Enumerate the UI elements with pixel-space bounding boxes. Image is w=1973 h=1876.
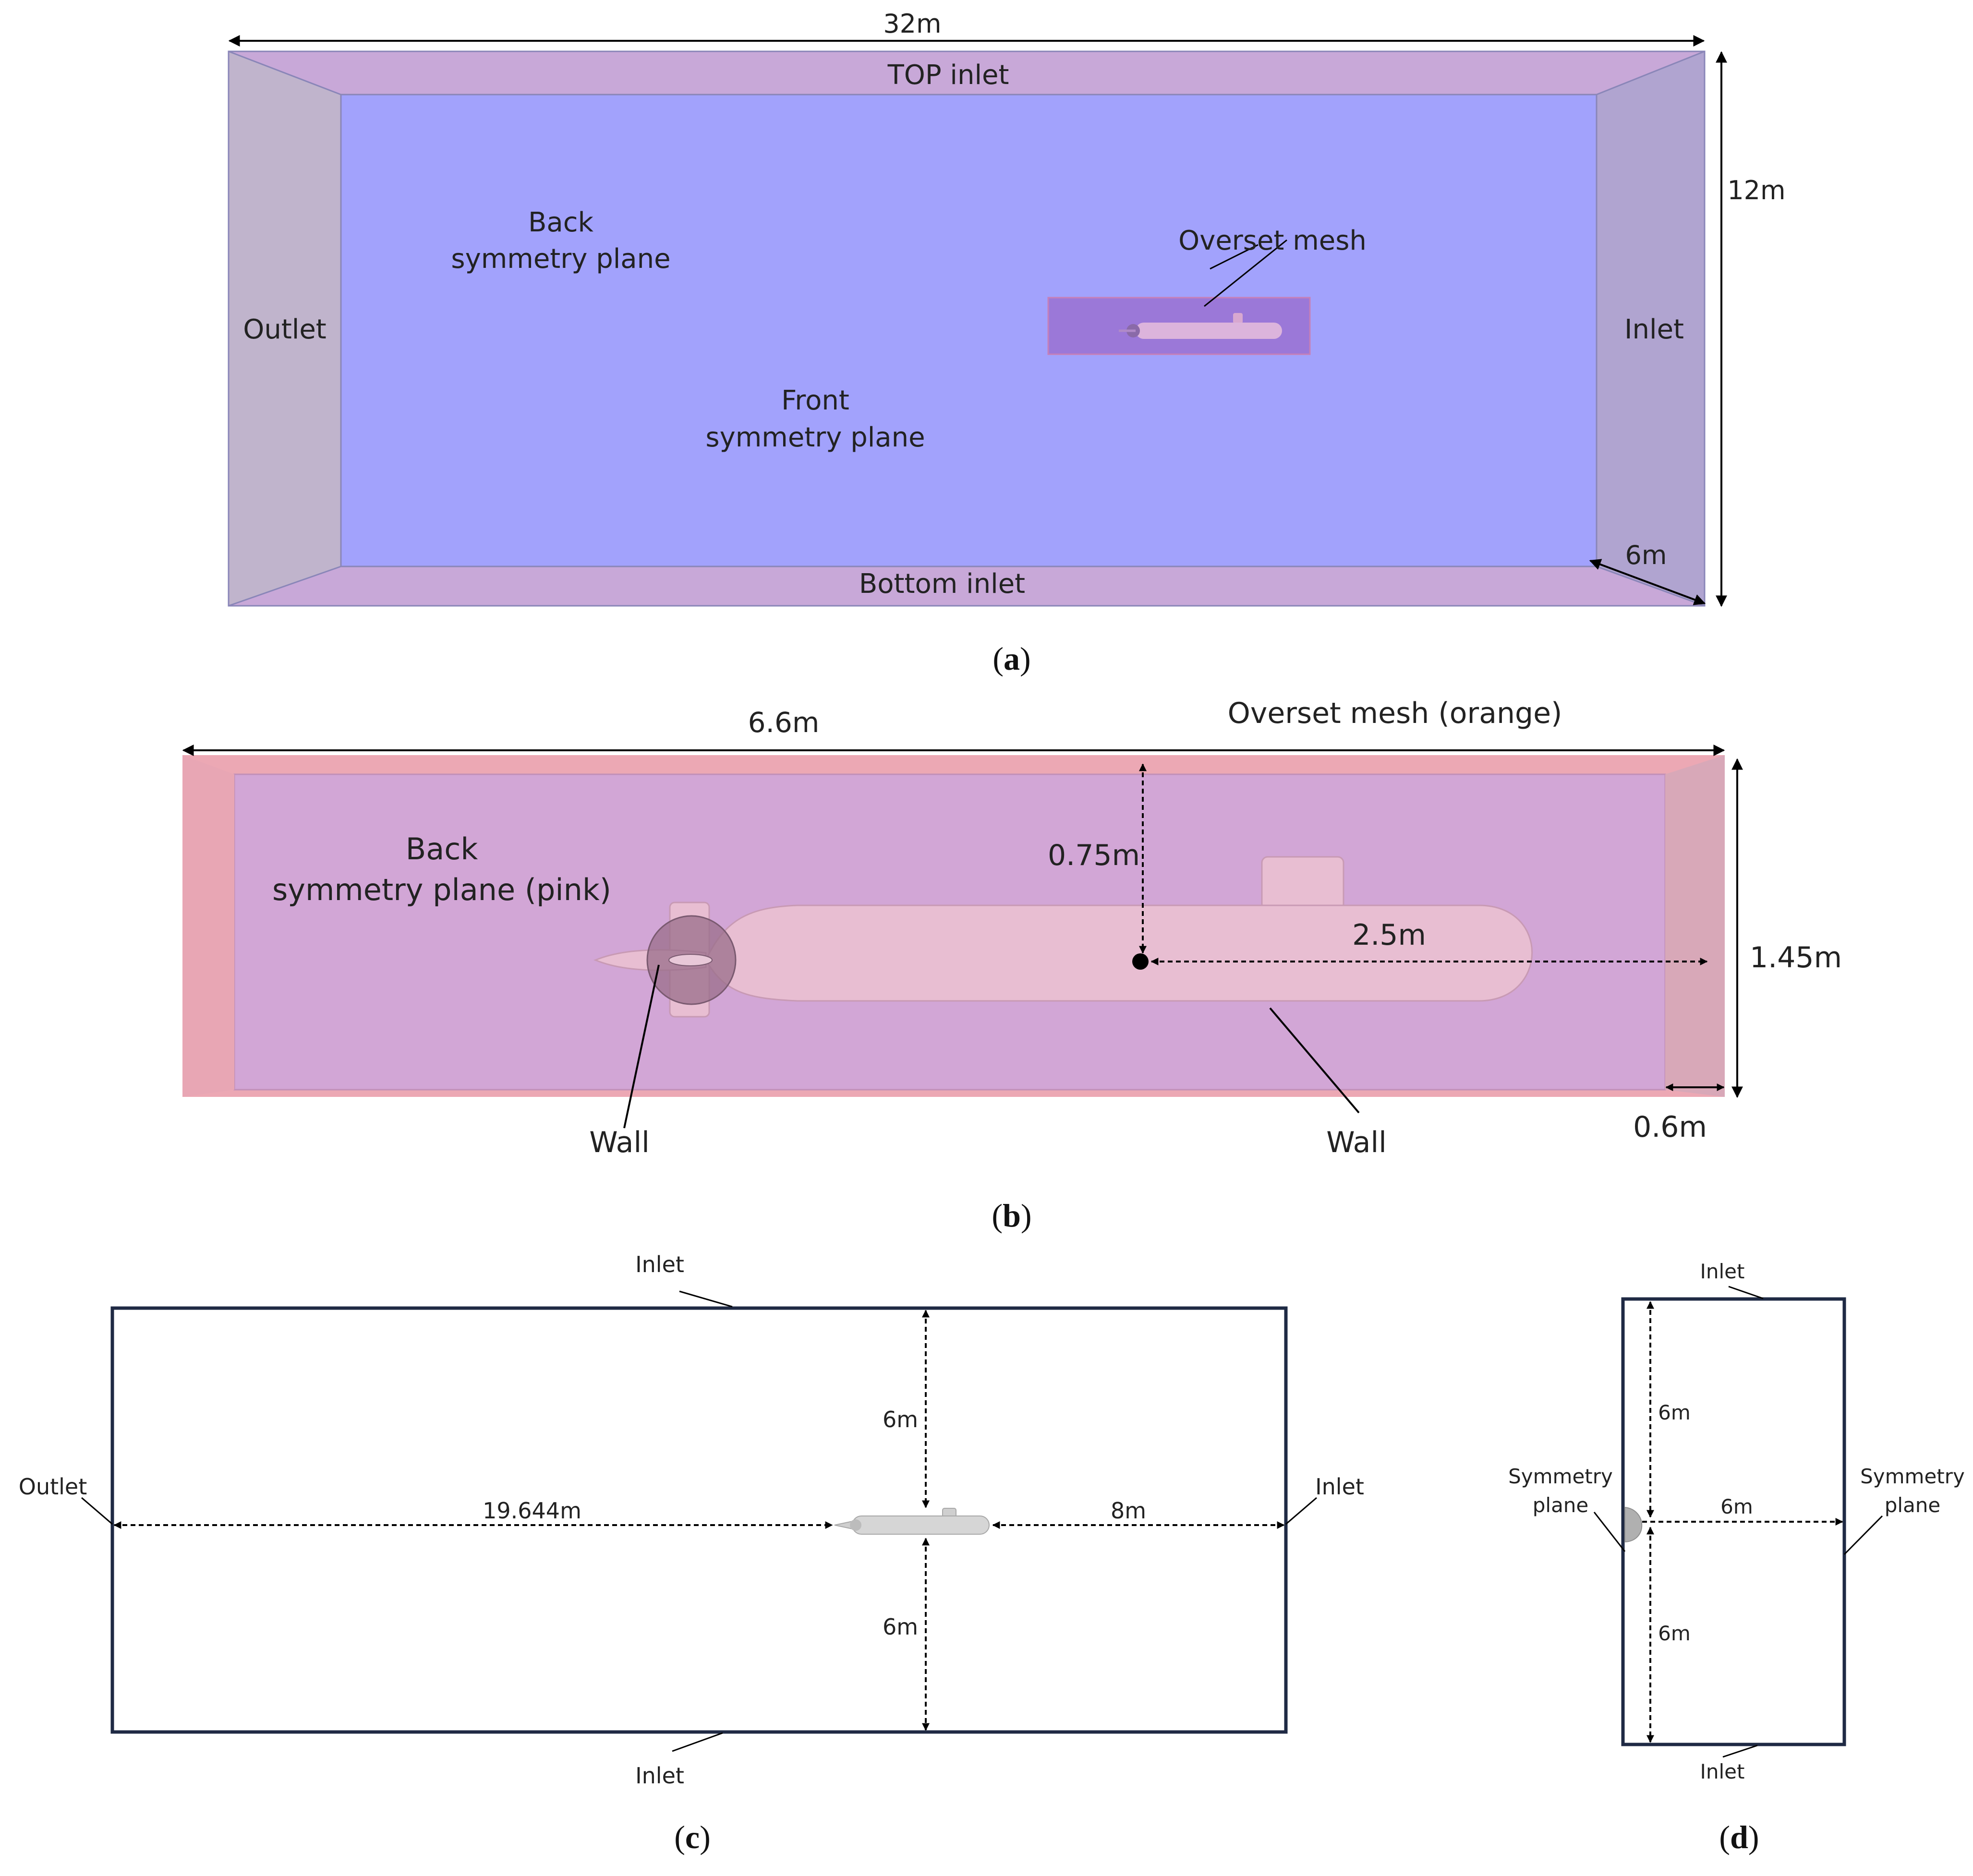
wall-leader-right — [1269, 1007, 1360, 1114]
panel-c: Inlet Inlet Inlet Outlet 19.644m 8m 6m 6… — [19, 1251, 1364, 1855]
overset-outlet-side — [182, 755, 234, 1097]
top-inlet-label: TOP inlet — [887, 60, 1009, 91]
hull — [705, 904, 1533, 1002]
dim-length-label: 32m — [883, 9, 941, 39]
dim-top-gap-label: 0.75m — [1048, 839, 1140, 872]
submarine-body — [593, 856, 1533, 1018]
dim-down-label: 6m — [883, 1614, 918, 1640]
leader-inlet-bottom — [672, 1732, 723, 1752]
leader-inlet-right — [1285, 1497, 1317, 1525]
overset-inlet-side — [1665, 755, 1725, 1097]
domain-frame-d — [1621, 1297, 1846, 1746]
outlet-label-c: Outlet — [19, 1474, 87, 1500]
outlet-label: Outlet — [243, 314, 327, 345]
back-plane-label-1: Back — [528, 207, 594, 238]
overset-mesh-title: Overset mesh (orange) — [1228, 697, 1562, 730]
caption-a: (a) — [993, 640, 1030, 677]
leader-inlet-top — [679, 1290, 733, 1308]
propeller-hub — [668, 954, 713, 966]
front-symmetry-face — [341, 95, 1597, 566]
front-plane-label-2: symmetry plane — [705, 422, 925, 453]
wall-label-left: Wall — [589, 1126, 650, 1159]
dim-length-label-b: 6.6m — [748, 706, 820, 739]
dim-down-label-d: 6m — [1658, 1622, 1691, 1645]
inlet-top-label-d: Inlet — [1700, 1260, 1745, 1283]
dim-to-end-label: 2.5m — [1352, 918, 1426, 952]
sym-right-label-2: plane — [1885, 1493, 1941, 1517]
wall-label-right: Wall — [1326, 1126, 1387, 1159]
dim-right-label: 8m — [1111, 1498, 1146, 1524]
dim-depth-label-b: 0.6m — [1633, 1110, 1707, 1144]
caption-b: (b) — [992, 1197, 1031, 1234]
inlet-bottom-label-d: Inlet — [1700, 1760, 1745, 1783]
caption-c: (c) — [674, 1819, 711, 1855]
domain-frame-c — [110, 1306, 1288, 1734]
back-plane-label-2: symmetry plane — [451, 243, 670, 275]
front-plane-label-1: Front — [781, 385, 849, 416]
bottom-inlet-face — [229, 566, 1705, 606]
dim-left-label: 19.644m — [483, 1498, 581, 1524]
sym-right-label-1: Symmetry — [1860, 1465, 1965, 1488]
panel-a: 32m TOP inlet Bottom inlet Outlet Inlet … — [228, 9, 1786, 677]
overset-leader-line — [1210, 244, 1259, 270]
submarine-grey — [834, 1508, 990, 1535]
bottom-inlet-label: Bottom inlet — [859, 568, 1025, 600]
sym-left-label-2: plane — [1533, 1493, 1589, 1517]
wall-leader-left — [623, 964, 660, 1129]
dim-depth-label: 6m — [1625, 540, 1667, 570]
leader-sym-left — [1593, 1512, 1626, 1552]
dim-height-label: 12m — [1727, 175, 1785, 205]
dim-depth-arrow — [1589, 559, 1706, 605]
inlet-top-label-c: Inlet — [635, 1251, 684, 1277]
sail — [1261, 856, 1344, 911]
inlet-right-label-c: Inlet — [1315, 1474, 1364, 1500]
overset-mesh-label: Overset mesh — [1178, 225, 1367, 256]
dim-height-label-b: 1.45m — [1750, 941, 1842, 974]
panel-b: 6.6m Overset mesh (orange) Back symmetry… — [182, 697, 1842, 1234]
small-submarine — [1119, 313, 1282, 339]
reference-point — [1132, 953, 1149, 970]
top-inlet-face — [229, 51, 1705, 95]
back-plane-label-b1: Back — [406, 831, 478, 866]
back-plane-label-b2: symmetry plane (pink) — [272, 872, 611, 907]
leader-sym-right — [1843, 1515, 1883, 1555]
caption-d: (d) — [1719, 1819, 1759, 1855]
leader-inlet-bottom-d — [1722, 1744, 1758, 1758]
inlet-face — [1597, 51, 1705, 606]
dim-up-label-d: 6m — [1658, 1401, 1691, 1424]
dim-width-label-d: 6m — [1720, 1495, 1753, 1518]
outlet-face — [229, 51, 341, 606]
submarine-cross-section — [1624, 1506, 1643, 1543]
sym-left-label-1: Symmetry — [1508, 1465, 1613, 1488]
leader-outlet — [81, 1497, 113, 1525]
leader-inlet-top-d — [1728, 1286, 1764, 1299]
inlet-bottom-label-c: Inlet — [635, 1763, 684, 1789]
panel-d: Inlet Inlet Symmetry plane Symmetry plan… — [1508, 1260, 1965, 1855]
dim-up-label: 6m — [883, 1407, 918, 1432]
inlet-label: Inlet — [1624, 314, 1684, 345]
